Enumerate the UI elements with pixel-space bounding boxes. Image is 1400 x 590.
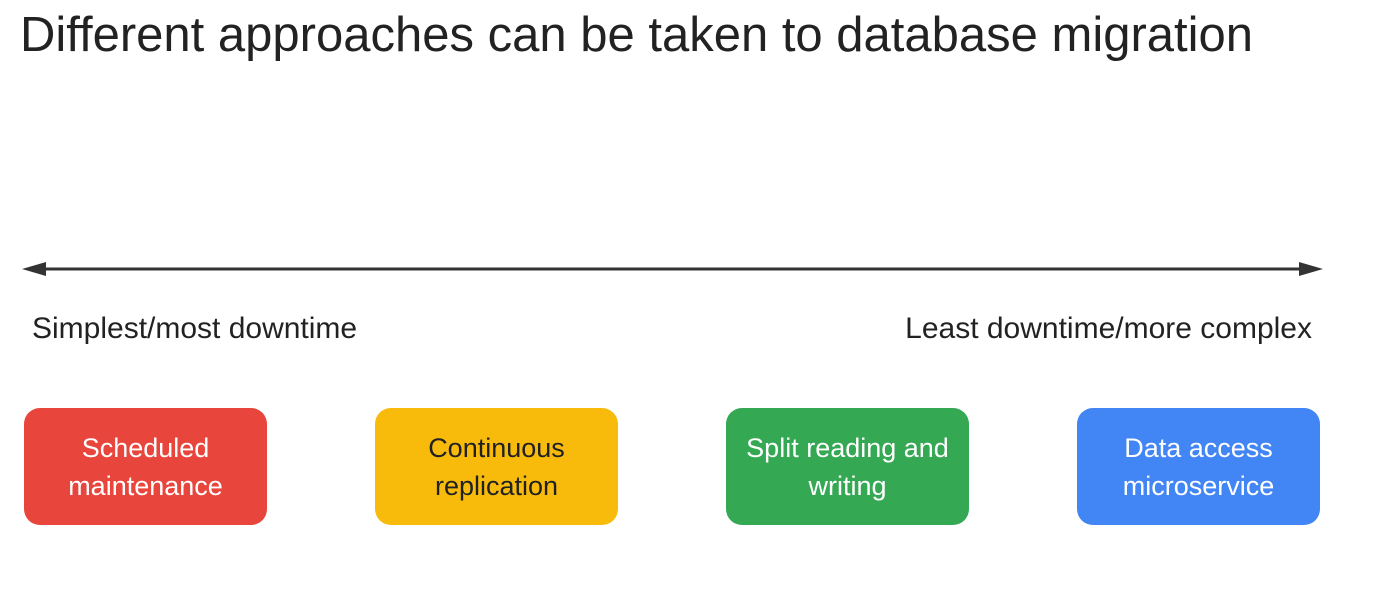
approach-box-data-access-microservice: Data access microservice xyxy=(1077,408,1320,525)
slide-title: Different approaches can be taken to dat… xyxy=(20,8,1254,62)
approach-box-continuous-replication: Continuous replication xyxy=(375,408,618,525)
approach-box-scheduled-maintenance: Scheduled maintenance xyxy=(24,408,267,525)
approach-label: Split reading and writing xyxy=(746,432,949,501)
approach-label: Data access microservice xyxy=(1122,432,1275,501)
approach-label: Continuous replication xyxy=(428,432,565,501)
approach-label: Scheduled maintenance xyxy=(68,432,223,501)
spectrum-label-right: Least downtime/more complex xyxy=(905,312,1312,345)
arrow-head-right xyxy=(1299,262,1323,276)
spectrum-label-left: Simplest/most downtime xyxy=(32,312,358,345)
approach-box-split-reading-writing: Split reading and writing xyxy=(726,408,969,525)
arrow-head-left xyxy=(22,262,46,276)
double-headed-arrow xyxy=(22,262,1323,276)
